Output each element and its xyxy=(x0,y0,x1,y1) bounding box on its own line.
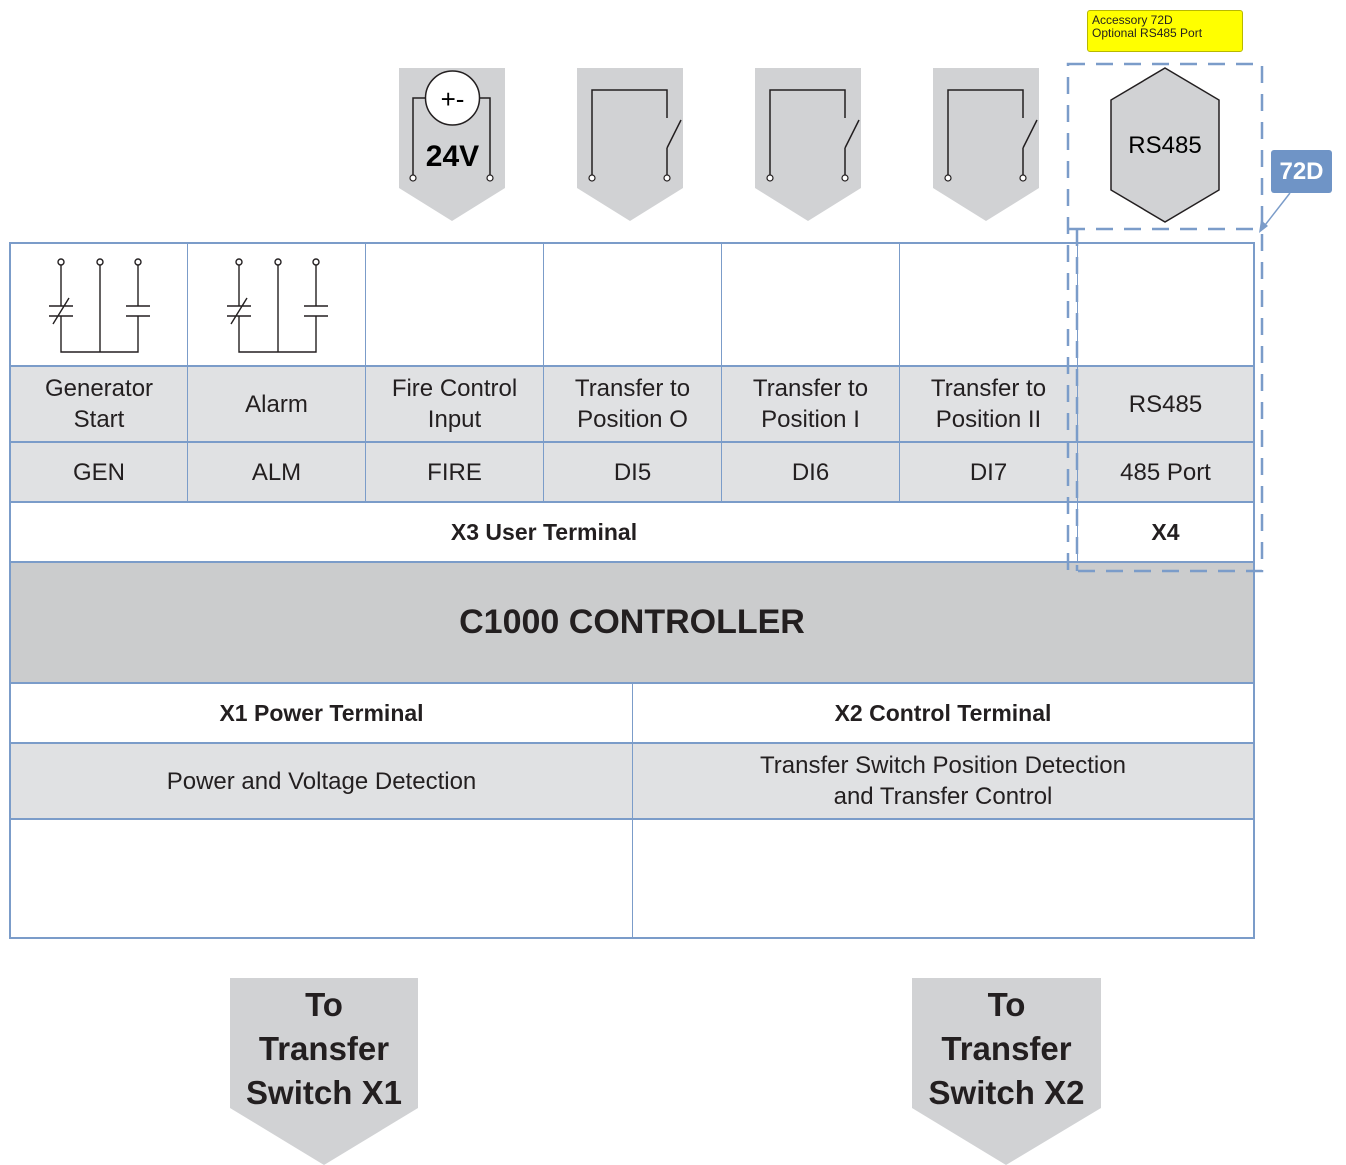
switch-di5-icon xyxy=(577,68,683,221)
accessory-badge: 72D xyxy=(1271,150,1332,193)
x3-code-gen: GEN xyxy=(11,443,187,501)
accessory-note-line2: Optional RS485 Port xyxy=(1092,26,1203,40)
accessory-note: Accessory 72D Optional RS485 Port xyxy=(1087,10,1243,52)
output-arrow-x2 xyxy=(912,978,1101,1165)
x4-function: RS485 xyxy=(1078,367,1253,441)
switch-di6-icon xyxy=(755,68,861,221)
alm-relay-contact-icon xyxy=(227,258,328,353)
x1-title: X1 Power Terminal xyxy=(219,699,424,726)
x3-code-di7: DI7 xyxy=(900,443,1077,501)
x4-code: 485 Port xyxy=(1078,443,1253,501)
x3-code-fire: FIRE xyxy=(366,443,543,501)
rs485-module: RS485 xyxy=(1110,67,1220,223)
x3-title: X3 User Terminal xyxy=(450,518,638,545)
rs485-module-label: RS485 xyxy=(1128,132,1201,159)
controller-title: C1000 CONTROLLER xyxy=(11,563,1253,682)
power-voltage-label: 24V xyxy=(426,140,479,173)
battery-symbol: +- xyxy=(441,84,465,114)
x3-code-di6: DI6 xyxy=(722,443,899,501)
gen-relay-contact-icon xyxy=(49,258,150,353)
output-arrows xyxy=(230,978,1101,1165)
x3-function-alm: Alarm xyxy=(188,367,365,441)
output-arrow-x1 xyxy=(230,978,418,1165)
top-devices: +- 24V RS485 xyxy=(399,67,1220,223)
switch-di7-icon xyxy=(933,68,1039,221)
accessory-outline xyxy=(1066,62,1291,573)
x3-code-alm: ALM xyxy=(188,443,365,501)
accessory-note-line1: Accessory 72D xyxy=(1092,13,1173,27)
power-supply-24v: +- 24V xyxy=(399,68,505,221)
x3-code-di5: DI5 xyxy=(544,443,721,501)
battery-icon xyxy=(424,70,481,126)
x1-description: Power and Voltage Detection xyxy=(11,744,632,818)
x2-title: X2 Control Terminal xyxy=(834,699,1052,726)
x4-title: X4 xyxy=(1151,518,1180,545)
